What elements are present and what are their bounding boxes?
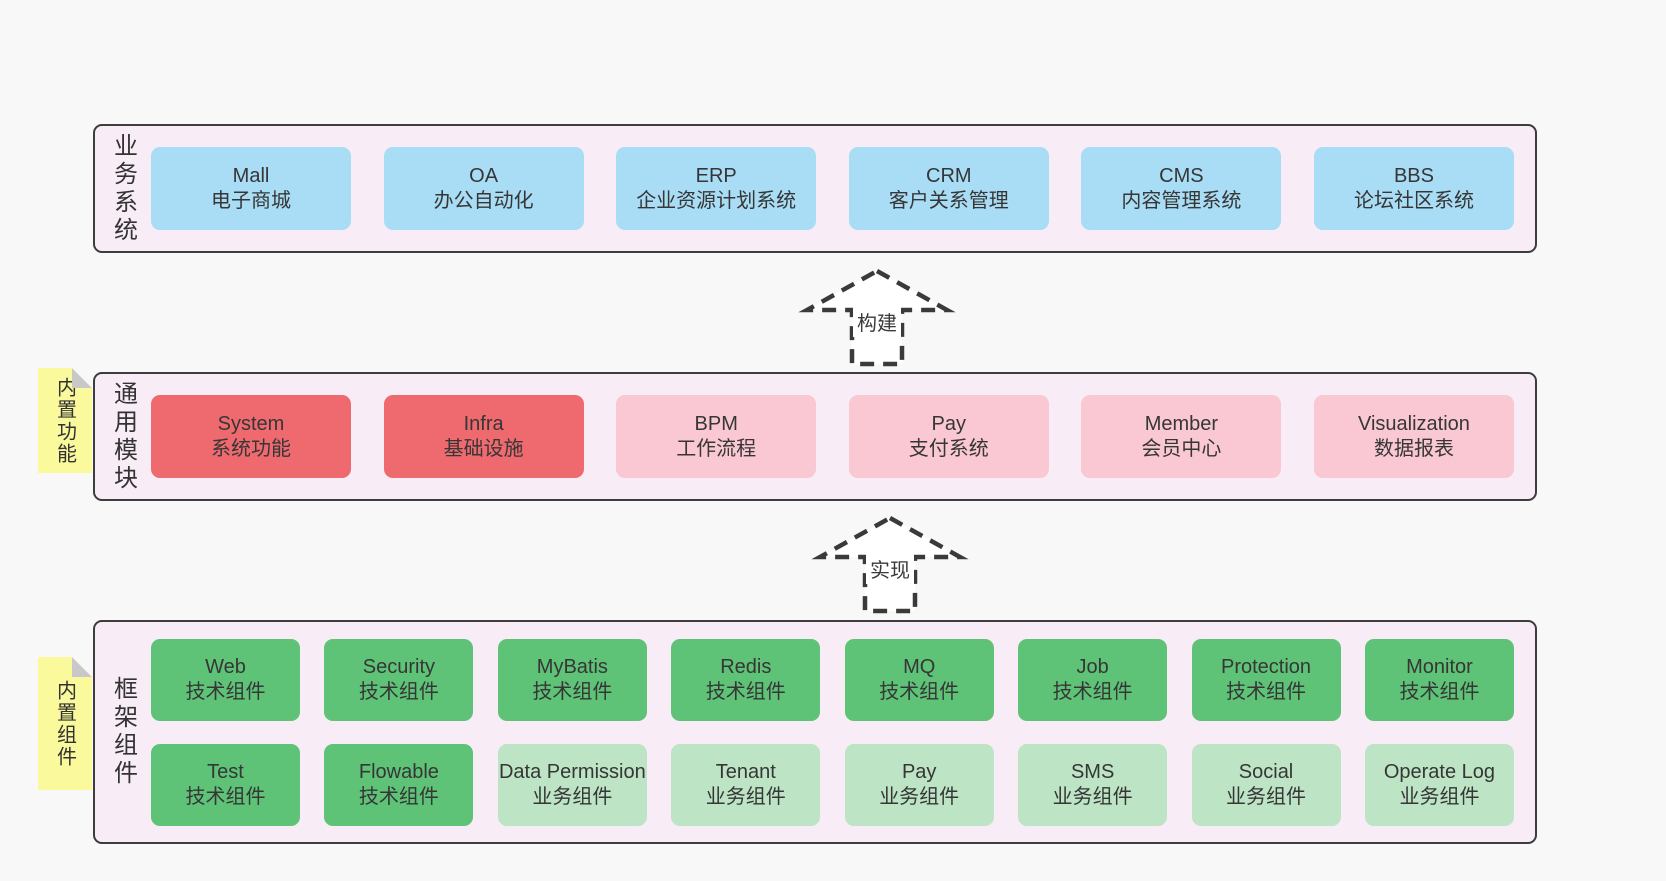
- box-redis: Redis 技术组件: [671, 638, 821, 721]
- box-test: Test 技术组件: [151, 743, 300, 826]
- box-bpm: BPM 工作流程: [616, 395, 817, 478]
- framework-components-panel: 框架组件 Web 技术组件 Security 技术组件 MyBatis 技术组件…: [93, 620, 1537, 844]
- sticky-note-built-in-functions: 内置功能: [38, 368, 92, 473]
- section-label-business-systems: 业务系统: [109, 132, 137, 245]
- box-infra: Infra 基础设施: [383, 395, 584, 478]
- box-erp: ERP 企业资源计划系统: [616, 147, 817, 230]
- box-web: Web 技术组件: [151, 638, 300, 721]
- box-crm: CRM 客户关系管理: [848, 147, 1049, 230]
- sticky-note-label: 内置功能: [53, 376, 76, 465]
- tech-components-row: Web 技术组件 Security 技术组件 MyBatis 技术组件 Redi…: [151, 638, 1514, 721]
- box-mall: Mall 电子商城: [151, 147, 351, 230]
- implement-arrow-label: 实现: [866, 553, 914, 584]
- folded-corner-icon: [72, 368, 92, 388]
- common-modules-row: System 系统功能 Infra 基础设施 BPM 工作流程 Pay 支付系统…: [151, 374, 1535, 499]
- framework-components-rows: Web 技术组件 Security 技术组件 MyBatis 技术组件 Redi…: [151, 622, 1535, 842]
- common-modules-panel: 通用模块 System 系统功能 Infra 基础设施 BPM 工作流程 Pay…: [93, 372, 1537, 501]
- box-bbs: BBS 论坛社区系统: [1313, 147, 1514, 230]
- box-cms: CMS 内容管理系统: [1081, 147, 1282, 230]
- box-monitor: Monitor 技术组件: [1364, 638, 1514, 721]
- box-operate-log: Operate Log 业务组件: [1364, 743, 1514, 826]
- build-arrow: 构建: [797, 268, 957, 368]
- box-system: System 系统功能: [151, 395, 351, 478]
- box-tenant: Tenant 业务组件: [671, 743, 821, 826]
- box-member: Member 会员中心: [1081, 395, 1282, 478]
- biz-components-row: Test 技术组件 Flowable 技术组件 Data Permission …: [151, 743, 1514, 826]
- business-systems-row: Mall 电子商城 OA 办公自动化 ERP 企业资源计划系统 CRM 客户关系…: [151, 126, 1535, 251]
- folded-corner-icon: [72, 657, 92, 677]
- box-visualization: Visualization 数据报表: [1313, 395, 1514, 478]
- business-systems-panel: 业务系统 Mall 电子商城 OA 办公自动化 ERP 企业资源计划系统 CRM…: [93, 124, 1537, 253]
- box-sms: SMS 业务组件: [1018, 743, 1168, 826]
- box-pay: Pay 支付系统: [848, 395, 1049, 478]
- box-protection: Protection 技术组件: [1191, 638, 1341, 721]
- box-mq: MQ 技术组件: [844, 638, 994, 721]
- box-data-permission: Data Permission 业务组件: [497, 743, 647, 826]
- build-arrow-label: 构建: [853, 306, 901, 337]
- box-security: Security 技术组件: [324, 638, 474, 721]
- box-flowable: Flowable 技术组件: [324, 743, 474, 826]
- box-job: Job 技术组件: [1018, 638, 1168, 721]
- sticky-note-label: 内置组件: [53, 679, 76, 768]
- section-label-framework-components: 框架组件: [109, 676, 137, 788]
- box-social: Social 业务组件: [1191, 743, 1341, 826]
- box-oa: OA 办公自动化: [383, 147, 584, 230]
- section-label-common-modules: 通用模块: [109, 380, 137, 493]
- box-mybatis: MyBatis 技术组件: [497, 638, 647, 721]
- sticky-note-built-in-components: 内置组件: [38, 657, 92, 790]
- box-pay-biz: Pay 业务组件: [844, 743, 994, 826]
- implement-arrow: 实现: [810, 515, 970, 615]
